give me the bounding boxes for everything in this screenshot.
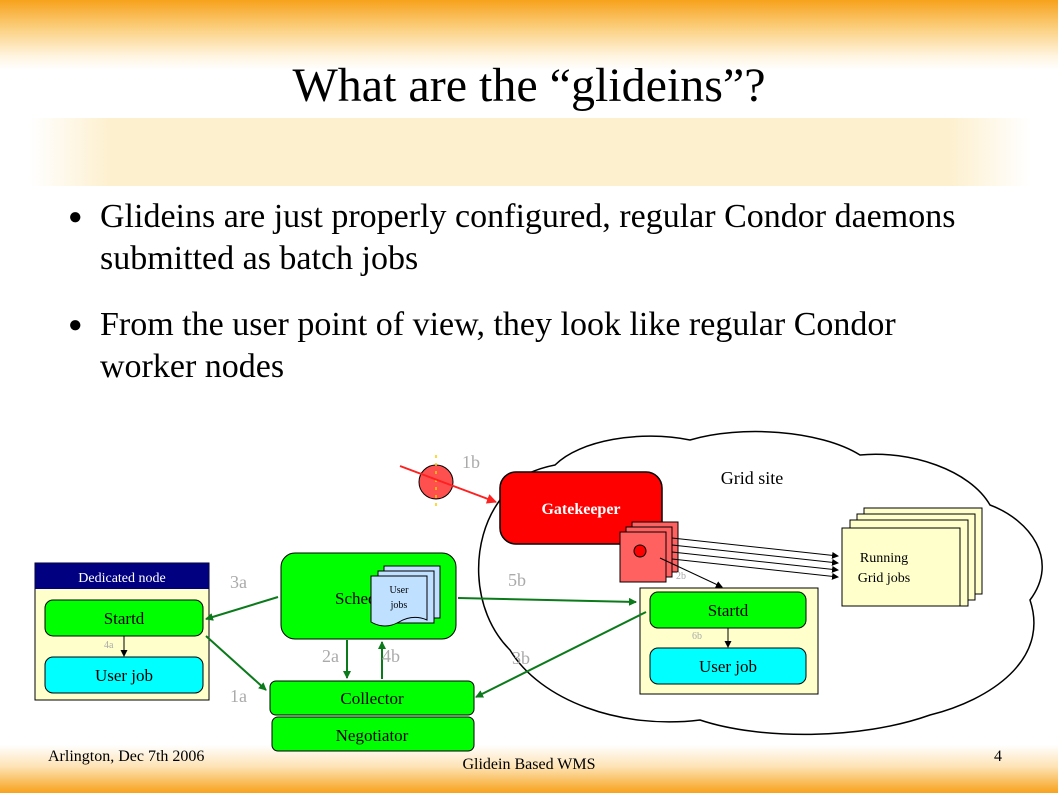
- negotiator-box: [271, 716, 475, 752]
- arrow-3a: [205, 596, 279, 621]
- collector-label: Collector: [340, 689, 404, 708]
- label-5b: 5b: [508, 570, 526, 590]
- grid-job-lines: [671, 537, 839, 580]
- footer-title: Glidein Based WMS: [462, 756, 596, 773]
- gatekeeper-box: [499, 471, 663, 545]
- user-jobs-label-line1: User: [390, 585, 410, 596]
- negotiator-label: Negotiator: [336, 726, 409, 745]
- dedicated-node-label: Dedicated node: [78, 571, 165, 586]
- footer-date: Arlington, Dec 7th 2006: [48, 748, 205, 765]
- running-grid-jobs-label-line2: Grid jobs: [858, 571, 911, 586]
- top-gradient-band: [0, 0, 1058, 70]
- dedicated-user-job-box: [44, 656, 204, 694]
- bullet-2-text: From the user point of view, they look l…: [100, 306, 896, 385]
- label-2b: 2b: [676, 571, 686, 582]
- running-grid-jobs-label-line1: Running: [860, 551, 908, 566]
- glidein-job-stack: [619, 521, 679, 583]
- arrow-5b: [457, 597, 637, 606]
- page-number: 4: [994, 748, 1002, 765]
- grid-user-job-box: [649, 647, 807, 685]
- gatekeeper-label: Gatekeeper: [541, 501, 620, 518]
- label-1b: 1b: [462, 452, 480, 472]
- grid-startd-label: Startd: [708, 601, 749, 620]
- arrow-3b: [475, 611, 647, 698]
- label-3a: 3a: [230, 572, 247, 592]
- label-2a: 2a: [322, 646, 339, 666]
- arrow-1a: [205, 635, 267, 691]
- grid-user-job-label: User job: [699, 657, 757, 676]
- label-4b: 4b: [382, 646, 400, 666]
- arrow-1b: [399, 465, 497, 504]
- label-1a: 1a: [230, 686, 247, 706]
- running-grid-jobs-stack: [841, 507, 983, 607]
- dedicated-user-job-label: User job: [95, 666, 153, 685]
- dedicated-startd-label: Startd: [104, 609, 145, 628]
- title-highlight-band: [30, 118, 1030, 186]
- user-jobs-label-line2: jobs: [390, 600, 408, 611]
- slide-title: What are the “glideins”?: [292, 59, 766, 112]
- bullet-1-text: Glideins are just properly configured, r…: [100, 198, 956, 277]
- user-jobs-stack: [370, 565, 441, 627]
- label-6b: 6b: [692, 631, 702, 642]
- label-3b: 3b: [512, 648, 530, 668]
- bottom-gradient-band: [0, 745, 1058, 793]
- collector-box: [269, 680, 475, 716]
- grid-site-label: Grid site: [721, 468, 784, 488]
- bullet-dot-icon: ●: [68, 312, 83, 338]
- dedicated-node-header: [35, 563, 209, 589]
- label-4a: 4a: [104, 640, 114, 651]
- bullet-dot-icon: ●: [68, 204, 83, 230]
